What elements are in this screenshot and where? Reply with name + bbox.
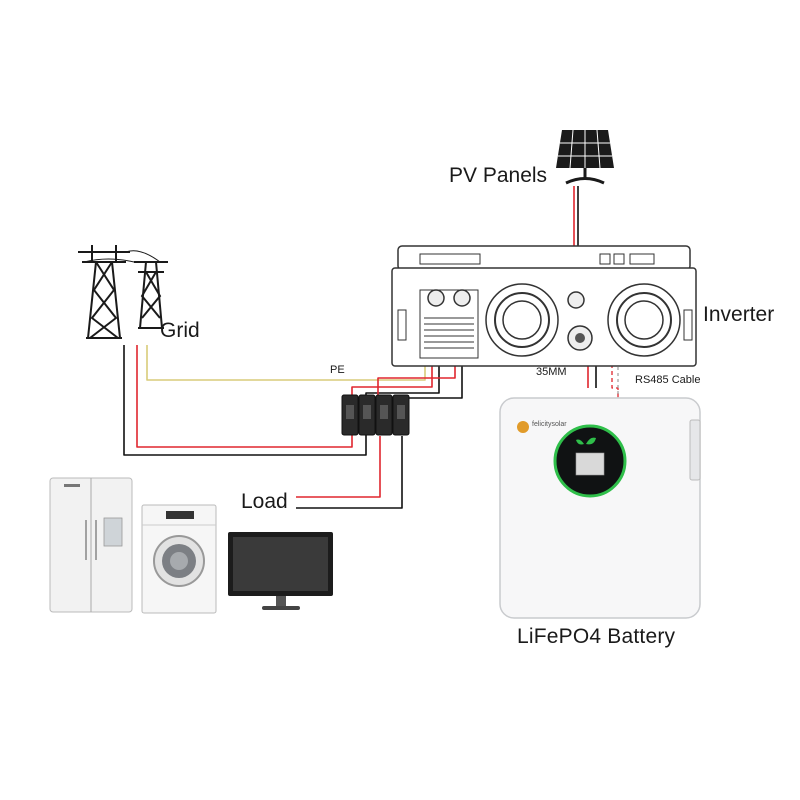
breaker-icon <box>341 394 410 436</box>
pv-panels-label: PV Panels <box>449 164 548 187</box>
rs485-label: RS485 Cable <box>635 374 701 386</box>
washing-machine-icon <box>141 504 217 614</box>
inverter-icon <box>391 245 697 367</box>
cable-size-label: 35MM <box>536 366 567 378</box>
refrigerator-icon <box>49 477 133 613</box>
solar-panel-icon <box>556 129 614 185</box>
inverter-label: Inverter <box>703 303 775 326</box>
fan-icon <box>607 283 681 357</box>
load-label: Load <box>241 490 288 513</box>
grid-label: Grid <box>160 319 200 342</box>
monitor-icon <box>228 532 333 610</box>
load-wire-red <box>296 436 381 498</box>
battery-label: LiFePO4 Battery <box>517 625 676 648</box>
battery-icon <box>499 397 701 619</box>
transmission-tower-icon <box>78 245 168 339</box>
fan-icon <box>485 283 559 357</box>
load-wire-black <box>296 436 403 509</box>
pe-label: PE <box>330 364 345 376</box>
battery-brand-logo: felicitysolar <box>532 421 567 428</box>
